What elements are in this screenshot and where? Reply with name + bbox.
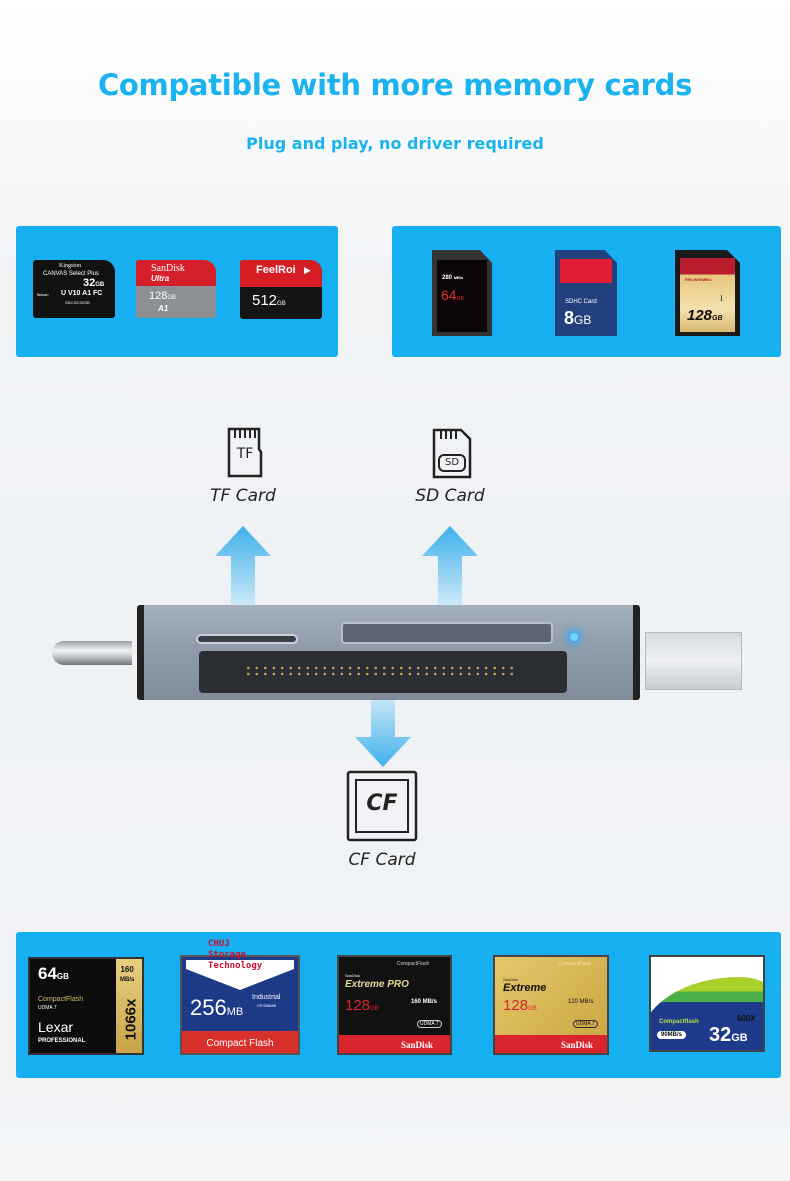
card-marks: U V10 A1 FC [61,290,103,297]
card-capacity: 32GB [83,277,105,289]
card-maker: SanDisk [345,973,360,978]
card-line: Industrial [252,994,281,1001]
card-capacity: 64GB [38,964,69,983]
card-line: CANVAS Select Plus [43,271,99,277]
play-icon: ▶ [304,265,311,275]
card-type: CompactFlash [397,961,430,967]
sandisk-ultra-microsd-card: SanDisk Ultra 128GB A1 [136,260,216,318]
card-marks: I [720,294,723,303]
usb-c-connector [52,641,132,665]
arrow-down-cf-icon [355,695,411,767]
card-maker: SanDisk [503,977,518,982]
status-led-icon [570,633,578,641]
card-capacity: 32GB [709,1024,748,1046]
card-model: SDCS2/32GB [65,300,90,305]
sd-icon-text: SD [444,457,460,468]
card-type: Compact Flash [206,1038,274,1049]
card-capacity: 128GB [149,290,177,302]
tf-cards-panel: Kingston CANVAS Select Plus 32GB Taiwan … [16,226,338,357]
sdhc-card-8gb: SDHC Card 8GB [555,250,617,336]
sd-card-64gb: 280 MB/s 64GB [432,250,492,336]
card-line: Ultra [151,274,170,283]
card-udma: UDMA 7 [417,1020,442,1028]
card-type: SDHC Card [565,299,597,305]
card-udma: UDMA 7 [38,1005,57,1011]
card-origin: Taiwan [36,292,49,297]
card-brand: FeelRoi [256,264,296,276]
cf-card-label: CF Card [348,850,416,870]
card-capacity: 512GB [252,292,286,309]
industrial-cf-card: 256MB Industrial CF/256MB Compact Flash [180,955,300,1055]
card-capacity: 128GB [345,997,379,1014]
card-speed: 160 MB/s [411,999,438,1005]
arrow-up-sd-icon [422,526,478,606]
sd-card-128gb: R95-W90MB/s I 128GB [675,250,740,336]
sd-cards-panel: 280 MB/s 64GB SDHC Card 8GB R95-W90MB/s … [392,226,781,357]
card-type: CompactFlash [559,961,592,967]
page-title: Compatible with more memory cards [97,68,693,102]
sandisk-extreme-cf-card: CompactFlash SanDisk Extreme 128GB 120 M… [493,955,609,1055]
tf-slot [196,634,298,644]
card-line: Extreme PRO [345,979,409,990]
page-subtitle: Plug and play, no driver required [246,134,544,153]
card-capacity: 128GB [687,307,723,324]
compactflash-32gb-card: 600X Compactflash 90MB/s 32GB [649,955,765,1052]
card-line: PROFESSIONAL [38,1038,86,1044]
card-model: CF/256MB [257,1003,277,1008]
card-capacity: 256MB [190,995,244,1020]
card-brand: SanDisk [151,263,185,274]
card-type: CompactFlash [38,996,84,1003]
cf-icon-text: CF [366,791,398,816]
cf-card-icon [346,770,418,842]
kingston-microsd-card: Kingston CANVAS Select Plus 32GB Taiwan … [33,260,115,318]
card-rating: 600X [737,1014,756,1023]
card-capacity: 64GB [441,287,464,303]
card-reader-body [137,605,640,700]
card-brand: Lexar [38,1019,74,1035]
card-speed: 90MB/s [657,1031,687,1039]
card-marks: A1 [158,304,169,313]
usb-a-connector [645,632,742,690]
tf-card-label: TF Card [210,486,276,506]
card-type: Compactflash [659,1019,699,1025]
card-brand: SanDisk [561,1040,594,1050]
sd-slot [341,622,553,644]
tf-card-icon [227,427,263,478]
card-speed: 120 MB/s [568,999,594,1005]
card-capacity: 128GB [503,997,537,1014]
cf-slot [199,651,567,693]
sandisk-extreme-pro-cf-card: CompactFlash SanDisk Extreme PRO 128GB 1… [337,955,452,1055]
card-rating: 1066x [122,998,140,1041]
card-speed: R95-W90MB/s [685,277,712,282]
sd-card-icon [432,428,472,479]
card-speed: 280 MB/s [442,275,464,281]
card-brand: Kingston [59,263,82,269]
arrow-up-tf-icon [215,526,271,606]
tf-icon-text: TF [236,446,254,462]
feelroi-microsd-card: FeelRoi ▶ 512GB [240,260,322,319]
sd-card-label: SD Card [415,486,485,506]
card-brand: SanDisk [401,1040,434,1050]
card-capacity: 8GB [564,308,592,328]
card-udma: UDMA 7 [573,1020,598,1028]
card-line: Extreme [503,982,547,994]
